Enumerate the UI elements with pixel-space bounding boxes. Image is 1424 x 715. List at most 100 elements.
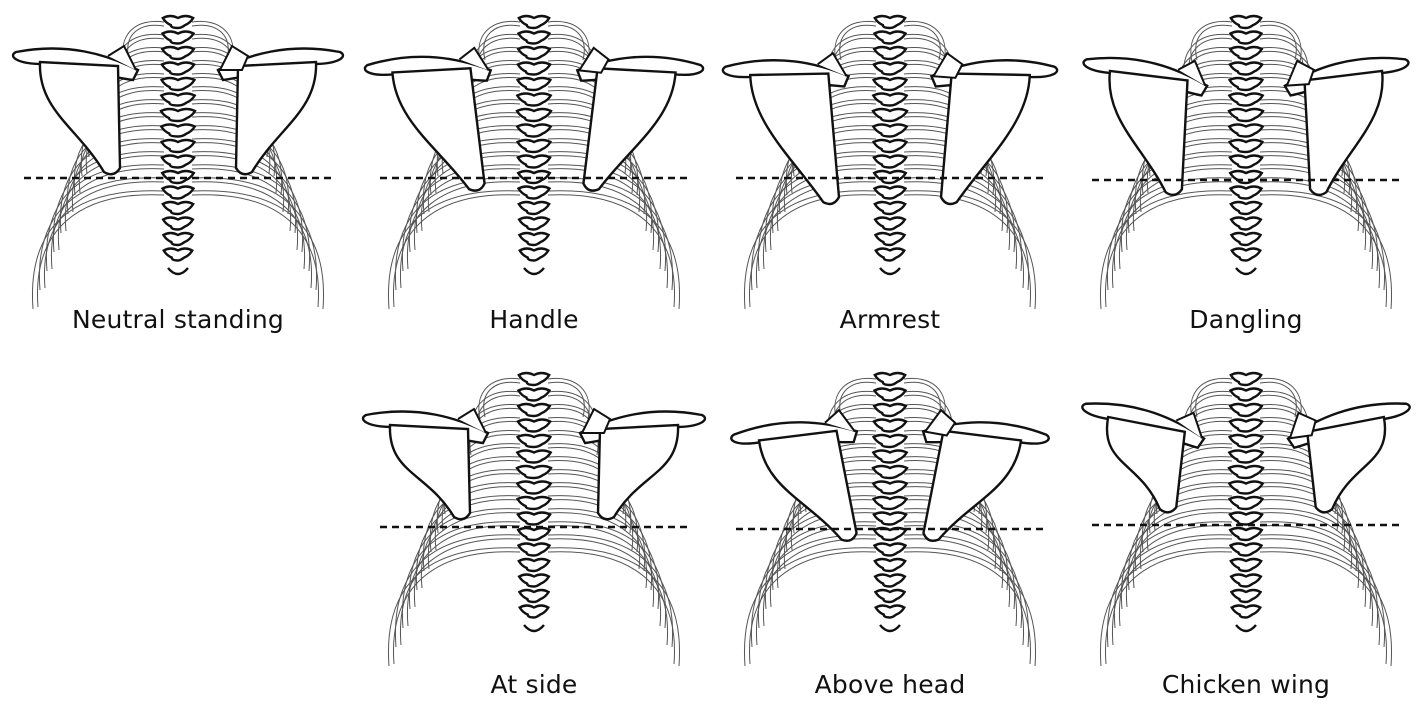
panel-caption: Armrest [712, 305, 1068, 334]
right-scapula-body [941, 69, 1030, 209]
vertebra [1229, 125, 1262, 137]
skeleton [722, 16, 1058, 309]
rib [1260, 522, 1378, 628]
vertebra [1229, 94, 1262, 106]
rib [1260, 191, 1392, 309]
rib [765, 509, 876, 609]
vertebra [874, 171, 906, 183]
skeleton [363, 373, 705, 666]
vertebra [519, 389, 550, 401]
vertebra [163, 187, 194, 199]
vertebra [874, 528, 906, 540]
vertebra [875, 32, 906, 44]
panel-neutral-standing: Neutral standing [0, 0, 356, 357]
vertebra [518, 78, 551, 90]
spinous-process [880, 625, 900, 631]
left-scapula [1069, 397, 1207, 516]
vertebra [875, 590, 904, 602]
vertebra [161, 109, 195, 121]
vertebra [519, 233, 548, 245]
vertebra [1230, 171, 1262, 183]
vertebra [163, 202, 193, 214]
left-scapula-body [1096, 417, 1187, 514]
vertebra [162, 171, 194, 183]
vertebra [876, 606, 905, 618]
skeleton [13, 16, 343, 309]
panel-handle: Handle [356, 0, 712, 357]
vertebra [873, 482, 906, 494]
spinous-process [1236, 268, 1256, 274]
panel-at-side: At side [356, 357, 712, 714]
vertebra [876, 249, 905, 261]
vertebra [1230, 404, 1262, 416]
vertebra [518, 513, 550, 525]
right-scapula-body [1302, 71, 1390, 196]
vertebra [875, 575, 905, 587]
panel-above-head: Above head [712, 357, 1068, 714]
vertebra [518, 140, 551, 152]
vertebra [1231, 389, 1262, 401]
vertebra [1230, 63, 1262, 75]
vertebra [1229, 109, 1263, 121]
vertebra [163, 218, 193, 230]
vertebra [875, 218, 905, 230]
vertebra [518, 404, 550, 416]
vertebra [517, 109, 551, 121]
vertebra [517, 451, 550, 463]
right-scapula [218, 46, 343, 174]
rib [548, 522, 666, 628]
vertebra [875, 373, 905, 385]
vertebra [519, 32, 550, 44]
left-scapula-body [40, 62, 120, 174]
right-coracoid [1285, 60, 1315, 86]
vertebra [519, 373, 549, 385]
vertebra [517, 94, 550, 106]
left-scapula-body [390, 425, 470, 519]
vertebra [519, 559, 549, 571]
vertebra [1230, 528, 1262, 540]
vertebra [162, 78, 195, 90]
left-scapula [722, 52, 857, 211]
vertebra [163, 16, 193, 28]
rib [409, 509, 520, 609]
right-coracoid [582, 409, 610, 433]
vertebra [875, 559, 905, 571]
rib-cage-illustration [712, 357, 1068, 667]
vertebra [519, 544, 550, 556]
vertebra [875, 202, 905, 214]
panel-caption: Handle [356, 305, 712, 334]
rib-cage-illustration [1068, 0, 1424, 310]
rib [192, 165, 310, 271]
vertebra [1229, 466, 1263, 478]
left-scapula [1075, 53, 1209, 197]
vertebra [1230, 47, 1262, 59]
left-scapula [13, 46, 138, 174]
vertebra [875, 16, 905, 28]
vertebra [1231, 590, 1260, 602]
vertebra [874, 156, 906, 168]
rib [32, 191, 164, 309]
skeleton [364, 16, 704, 309]
vertebra [873, 451, 906, 463]
vertebra [874, 47, 906, 59]
rib [548, 191, 680, 309]
vertebra [162, 156, 194, 168]
vertebra [1229, 451, 1262, 463]
vertebra [1230, 420, 1262, 432]
vertebra [517, 466, 551, 478]
vertebra [1231, 32, 1262, 44]
rib-cage-illustration [0, 0, 356, 310]
vertebra [873, 125, 906, 137]
right-scapula [1285, 397, 1423, 516]
panel-chicken-wing: Chicken wing [1068, 357, 1424, 714]
vertebra [1231, 218, 1261, 230]
rib [548, 509, 659, 609]
right-scapula [580, 409, 705, 519]
vertebra [518, 63, 550, 75]
vertebra [518, 420, 550, 432]
vertebra [1230, 497, 1263, 509]
vertebra [518, 528, 550, 540]
vertebra [875, 233, 904, 245]
vertebra [162, 140, 195, 152]
